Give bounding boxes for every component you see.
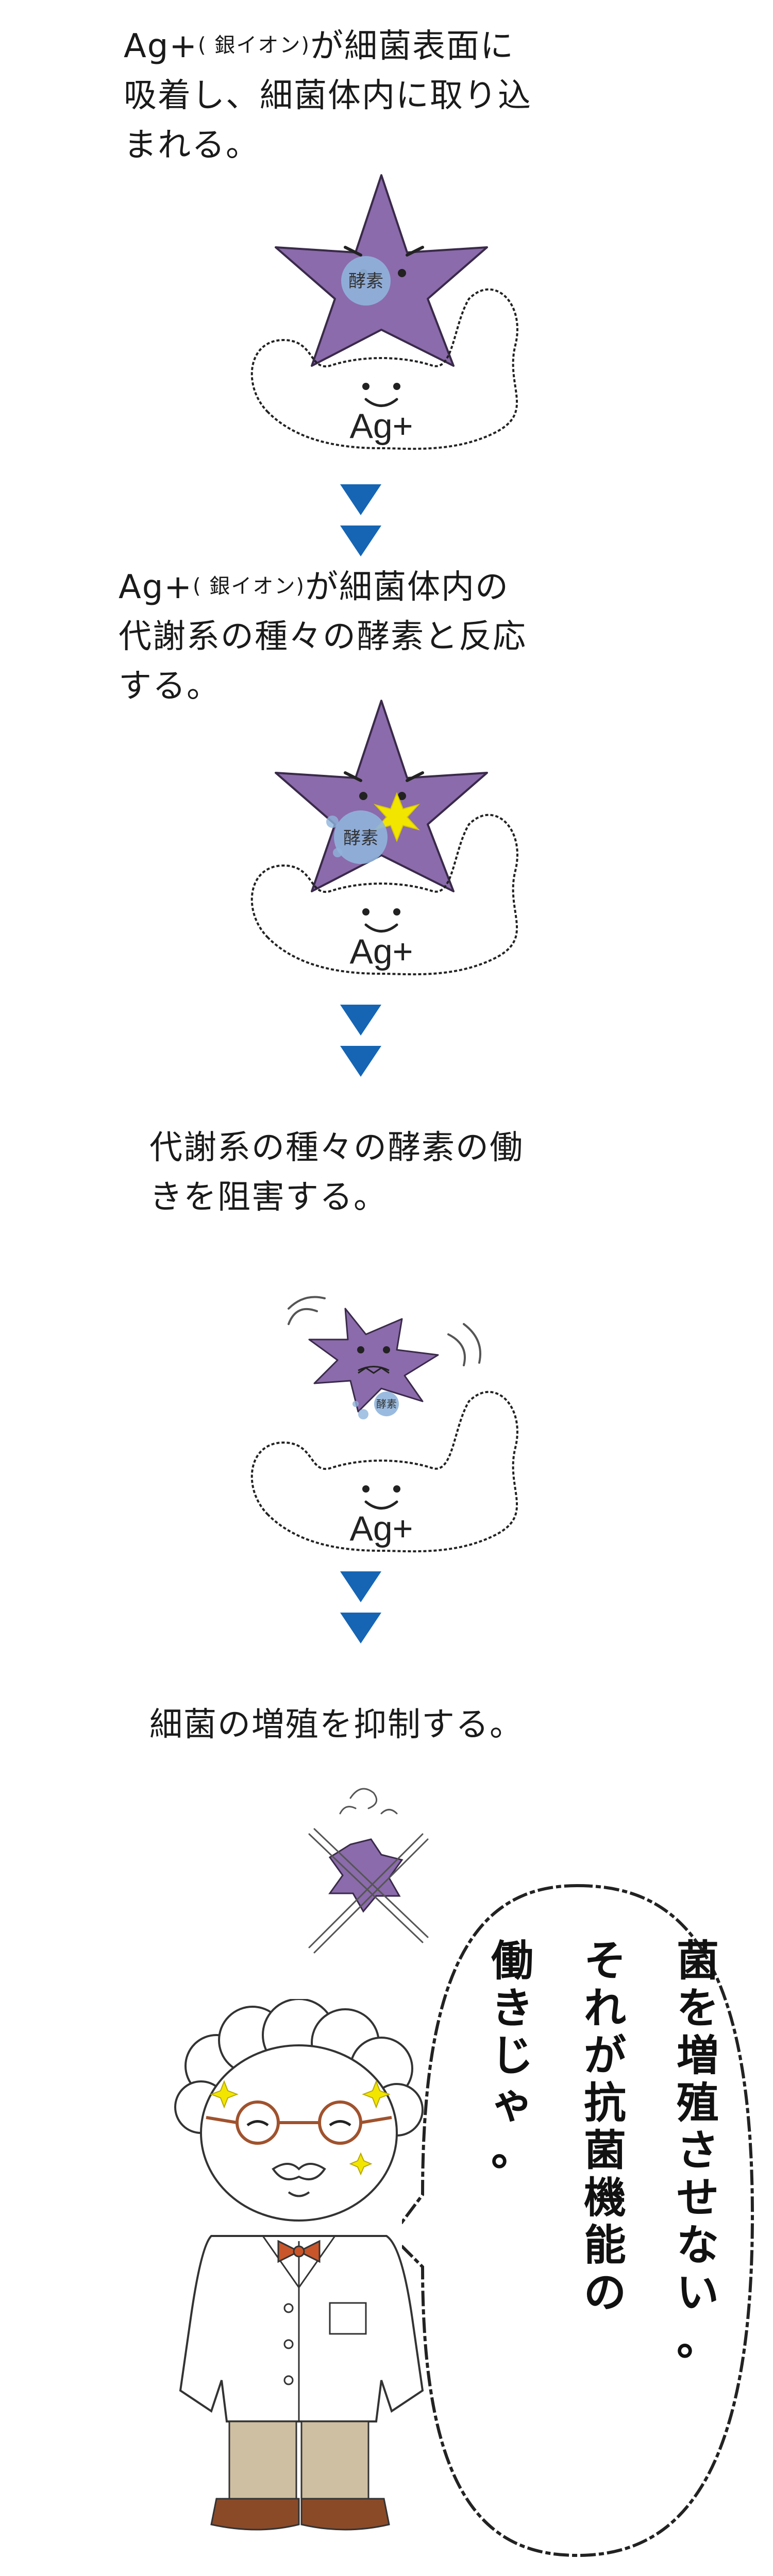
speech-text: 菌を増殖させない。 それが抗菌機能の 働きじゃ。 [423,1937,732,2530]
enzyme-circle: 酵素 [326,810,388,864]
speech-char: な [676,2221,719,2270]
step-4-line-1: 細菌の増殖を抑制する。 [149,1706,524,1744]
step-2-line-3: する。 [119,667,221,705]
speech-char: 能 [583,2221,626,2270]
step-2-line-2: 代謝系の種々の酵素と反応 [119,618,527,656]
step-1-illustration: 酵素 Ag+ [250,174,518,450]
ag-label: Ag+ [350,1509,413,1548]
speech-char: の [583,2268,626,2317]
speech-char: 殖 [676,2078,719,2128]
wobble-lines [288,1296,481,1366]
ag-ion-blob [250,1391,518,1553]
speech-column-2: それが抗菌機能の [581,1937,629,2316]
step-2-note: ( 銀イオン) [193,574,305,598]
step-2-text: Ag+( 銀イオン)が細菌体内の 代謝系の種々の酵素と反応 する。 [119,562,527,711]
wobble-lines [339,1788,398,1815]
speech-char: せ [676,2173,719,2223]
bacteria-shrunk [308,1308,439,1413]
down-arrow-2 [340,1005,381,1077]
ag-label: Ag+ [350,932,413,971]
speech-char: い [676,2268,719,2317]
step-2-illustration: 酵素 Ag+ [250,700,518,976]
bacteria-tiny [328,1838,404,1913]
ag-face [362,908,400,933]
step-1-line-2: 吸着し、細菌体内に取り込 [124,77,532,115]
speech-char: き [491,1984,533,2033]
speech-char: ゃ [491,2078,533,2128]
speech-char: れ [583,1984,626,2033]
step-1-ag: Ag+ [124,27,198,65]
speech-char: そ [583,1936,626,1986]
spark-icon [373,792,421,842]
speech-char: 。 [491,2126,533,2175]
speech-char: 機 [583,2173,626,2223]
step-1-note: ( 銀イオン) [198,33,310,57]
step-3-illustration: 酵素 Ag+ [250,1296,518,1553]
enzyme-label: 酵素 [343,828,378,849]
step-3-line-1: 代謝系の種々の酵素の働 [149,1129,524,1167]
step-2-line-1: が細菌体内の [305,568,509,606]
ag-face [362,1485,400,1510]
down-arrow-1 [340,484,381,556]
speech-column-3: 働きじゃ。 [489,1937,536,2174]
step-3-text: 代謝系の種々の酵素の働 きを阻害する。 [149,1123,524,1222]
step-1-line-1: が細菌表面に [310,27,514,65]
bacteria-star [275,700,488,892]
enzyme-label: 酵素 [348,271,383,292]
speech-char: 。 [676,2315,719,2365]
professor-coat [179,2235,424,2422]
ag-ion-blob [250,814,518,976]
speech-char: 菌 [583,2126,626,2175]
ag-face [362,383,400,407]
speech-char: 抗 [583,2078,626,2128]
enzyme-circle: 酵素 [341,256,391,306]
speech-column-1: 菌を増殖させない。 [674,1937,721,2364]
ag-label: Ag+ [350,406,413,446]
speech-char: が [583,2031,626,2080]
speech-char: 働 [491,1936,533,1986]
step-2-ag: Ag+ [119,568,193,606]
step-1-text: Ag+( 銀イオン)が細菌表面に 吸着し、細菌体内に取り込 まれる。 [124,21,532,170]
professor-face [200,2044,398,2222]
speech-char: 菌 [676,1936,719,1986]
step-4-illustration [308,1788,429,1954]
ag-ion-blob [250,288,518,450]
speech-char: じ [491,2031,533,2080]
speech-char: を [676,1984,719,2033]
enzyme-label: 酵素 [376,1398,397,1410]
down-arrow-3 [340,1571,381,1643]
enzyme-small: 酵素 [352,1392,399,1419]
step-3-line-2: きを阻害する。 [149,1178,388,1216]
professor-pants [228,2420,369,2500]
speech-bubble [402,1884,754,2557]
step-1-line-3: まれる。 [124,126,260,164]
sparkle-icon [210,2080,391,2176]
professor-character [174,1999,424,2531]
speech-char: 増 [676,2031,719,2080]
speech-char: さ [676,2126,719,2175]
professor-shoes [210,2498,390,2531]
cross-out-icon [308,1828,429,1954]
step-4-text: 細菌の増殖を抑制する。 [149,1700,524,1750]
bowtie-icon [277,2240,321,2263]
